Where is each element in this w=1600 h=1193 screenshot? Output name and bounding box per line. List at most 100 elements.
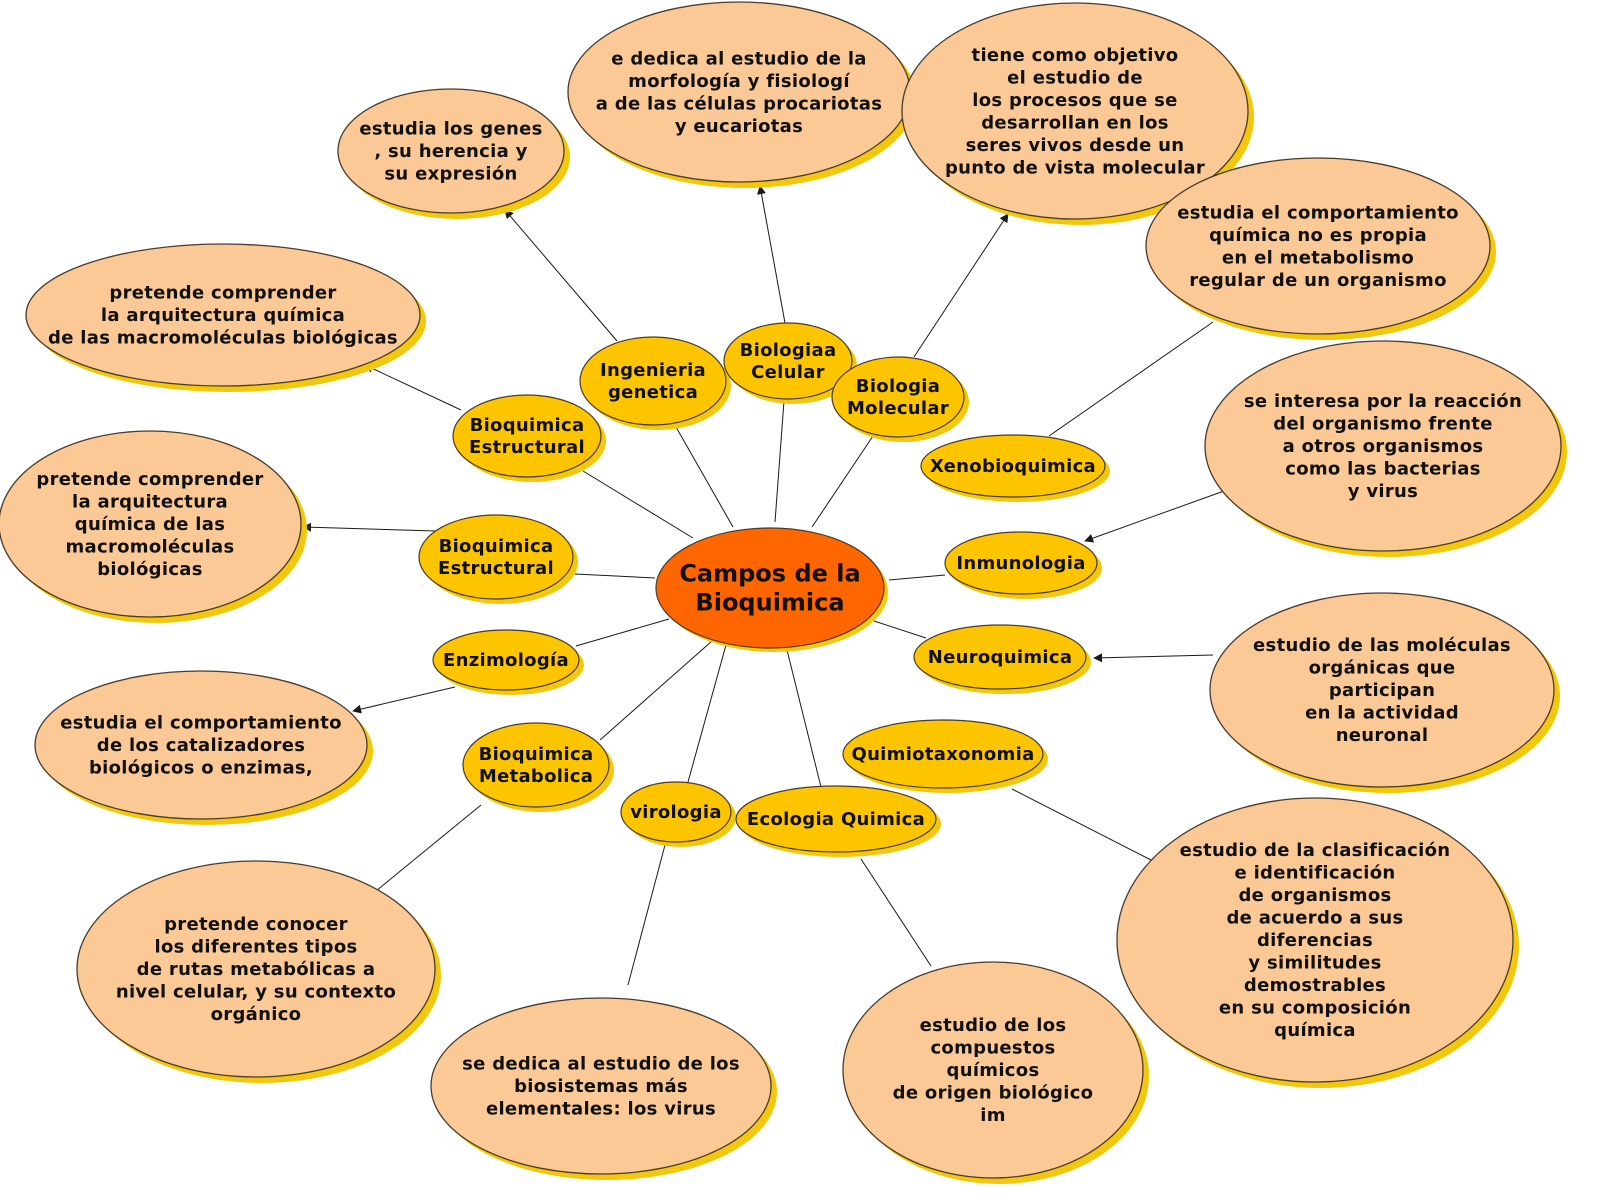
field-biologia-molecular-shape <box>831 356 965 438</box>
description-celular-line: y eucariotas <box>675 116 803 137</box>
description-quimiotaxo-line: química <box>1274 1020 1356 1041</box>
field-biologia-celular-line: Celular <box>751 362 825 383</box>
description-estructural-lower-line: biológicas <box>97 559 203 580</box>
description-virus-line: se dedica al estudio de los <box>462 1054 740 1075</box>
field-ecologia-quimica-label: Ecologia Quimica <box>747 809 925 830</box>
center-node-line: Campos de la <box>679 560 860 588</box>
field-bioquimica-metabolica-line: Metabolica <box>479 766 593 787</box>
field-quimiotaxonomia-label: Quimiotaxonomia <box>851 744 1034 765</box>
connector-biologia-molecular-molecular <box>913 213 1009 358</box>
description-molecular-line: los procesos que se <box>972 90 1177 111</box>
description-inmuno-line: y virus <box>1348 481 1418 502</box>
description-estructural-lower-line: química de las <box>75 514 225 535</box>
connector-center-ecologia-quimica <box>786 649 822 788</box>
field-quimiotaxonomia-line: Quimiotaxonomia <box>851 744 1034 765</box>
description-genes-line: , su herencia y <box>374 141 527 162</box>
field-neuroquimica-label: Neuroquimica <box>928 647 1073 668</box>
description-genes-shape <box>337 88 565 214</box>
description-quimiotaxo-line: diferencias <box>1257 930 1373 951</box>
field-bioquimica-estructural-upper-line: Estructural <box>469 437 585 458</box>
field-ecologia-quimica: Ecologia Quimica <box>735 785 941 857</box>
field-quimiotaxonomia-shape <box>842 719 1044 789</box>
field-bioquimica-metabolica-shape <box>462 722 610 808</box>
connector-center-bioquimica-estructural-lower <box>574 573 656 579</box>
field-bioquimica-estructural-upper-shape <box>452 394 602 478</box>
field-ingenieria-genetica-line: genetica <box>608 382 698 403</box>
description-metabolica-line: orgánico <box>211 1004 302 1025</box>
description-estructural-lower-shape <box>0 430 302 618</box>
description-virus-line: elementales: los virus <box>486 1099 716 1120</box>
center-node-shape <box>655 527 885 649</box>
connector-bioquimica-metabolica-metabolica <box>375 804 482 892</box>
description-virus-shape <box>430 997 772 1175</box>
field-virologia-label: virologia <box>630 802 722 823</box>
description-neuro-shape <box>1209 592 1555 788</box>
description-celular-line: morfología y fisiologí <box>628 71 850 92</box>
description-inmuno-shape <box>1204 340 1562 552</box>
field-enzimologia-label: Enzimología <box>443 650 569 671</box>
description-ecologia-line: químicos <box>947 1060 1040 1081</box>
field-inmunologia: Inmunologia <box>944 531 1102 599</box>
description-molecular-line: el estudio de <box>1007 67 1143 88</box>
description-virus-line: biosistemas más <box>514 1076 688 1097</box>
description-estructural-upper-line: de las macromoléculas biológicas <box>48 328 398 349</box>
connector-center-enzimologia <box>575 618 670 647</box>
description-molecular-line: punto de vista molecular <box>945 157 1205 178</box>
description-quimiotaxo-line: demostrables <box>1244 975 1386 996</box>
connectors <box>302 185 1225 986</box>
connector-center-virologia <box>687 644 727 783</box>
field-bioquimica-estructural-lower-line: Estructural <box>438 558 554 579</box>
description-quimiotaxo-line: estudio de la clasificación <box>1180 840 1451 861</box>
description-celular-shape <box>567 1 911 183</box>
description-inmuno-line: se interesa por la reacción <box>1244 391 1522 412</box>
connector-virologia-virus <box>627 844 666 986</box>
description-molecular-line: desarrollan en los <box>981 112 1169 133</box>
connector-inmunologia-inmuno <box>1084 490 1225 543</box>
description-metabolica-line: los diferentes tipos <box>154 937 357 958</box>
connector-center-biologia-molecular <box>811 435 874 528</box>
field-virologia: virologia <box>620 781 736 847</box>
description-molecular-shape <box>901 2 1249 220</box>
connector-biologia-celular-celular <box>757 185 786 324</box>
description-xeno-line: química no es propia <box>1209 225 1427 246</box>
field-virologia-shape <box>620 781 732 843</box>
connector-neuroquimica-neuro <box>1093 653 1214 663</box>
description-metabolica-line: nivel celular, y su contexto <box>116 982 396 1003</box>
description-neuro-line: en la actividad <box>1305 703 1459 724</box>
description-celular-line: e dedica al estudio de la <box>611 48 867 69</box>
field-bioquimica-metabolica-line: Bioquimica <box>479 744 594 765</box>
description-ecologia-line: im <box>980 1105 1006 1126</box>
field-enzimologia-line: Enzimología <box>443 650 569 671</box>
description-ecologia-line: de origen biológico <box>893 1083 1094 1104</box>
description-enzimo-shape <box>34 670 368 820</box>
description-estructural-upper-line: pretende comprender <box>109 283 336 304</box>
field-biologia-molecular-line: Molecular <box>847 398 949 419</box>
description-estructural-lower-line: la arquitectura <box>72 492 228 513</box>
description-ecologia-line: estudio de los <box>920 1015 1067 1036</box>
description-estructural-lower-line: pretende comprender <box>36 469 263 490</box>
field-inmunologia-shape <box>944 531 1098 595</box>
description-enzimo-line: estudia el comportamiento <box>60 713 342 734</box>
description-xeno-line: regular de un organismo <box>1189 270 1447 291</box>
field-neuroquimica: Neuroquimica <box>913 624 1091 694</box>
